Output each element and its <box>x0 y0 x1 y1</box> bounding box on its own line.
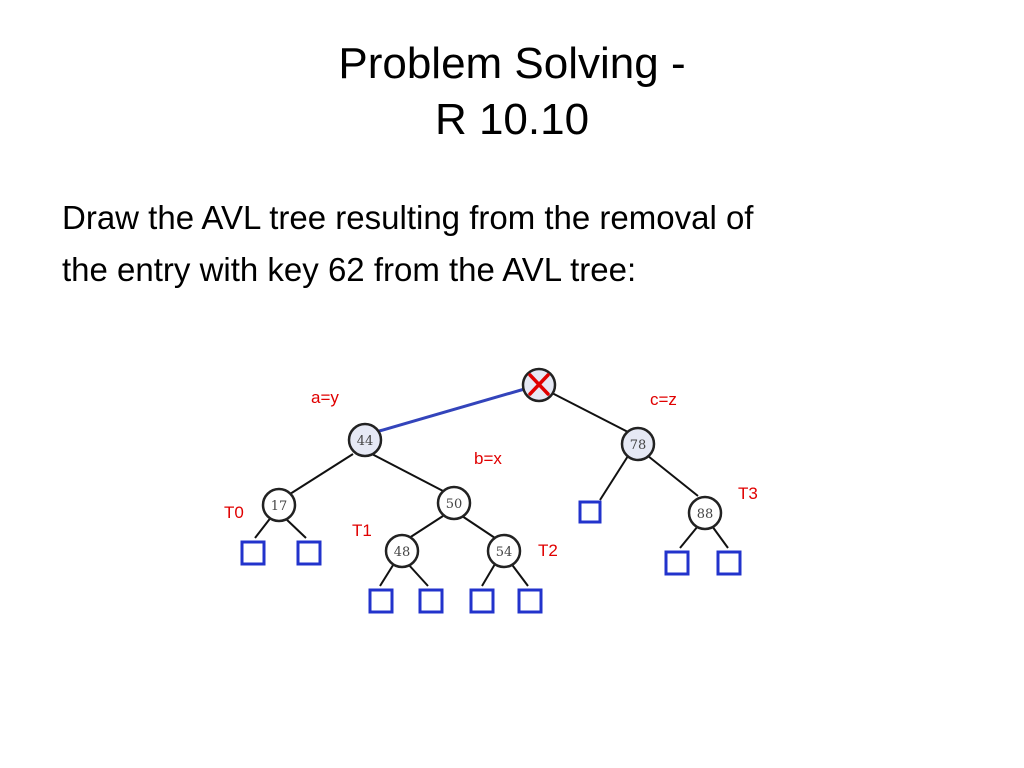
leaf-square <box>664 550 690 576</box>
edge-17-leaf2 <box>284 517 307 539</box>
node-17-label: 17 <box>271 499 288 514</box>
edge-50-48 <box>405 515 444 541</box>
edge-17-leaf1 <box>254 515 273 539</box>
leaf-square <box>240 540 266 566</box>
leaf-square <box>368 588 394 614</box>
slide-title: Problem Solving - R 10.10 <box>0 36 1024 148</box>
annotation-t3: T3 <box>738 484 758 503</box>
annotation-b: b=x <box>474 449 502 468</box>
leaf-square <box>716 550 742 576</box>
node-88-label: 88 <box>697 507 714 522</box>
annotations: a=y b=x c=z T0 T1 T2 T3 <box>224 388 758 560</box>
annotation-t1: T1 <box>352 521 372 540</box>
node-44-label: 44 <box>357 434 374 449</box>
edge-54-leaf2 <box>509 561 529 587</box>
node-54-label: 54 <box>496 545 513 560</box>
annotation-a: a=y <box>311 388 339 407</box>
body-line-2: the entry with key 62 from the AVL tree: <box>62 251 637 288</box>
annotation-c: c=z <box>650 390 677 409</box>
edge-88-leaf1 <box>679 525 699 549</box>
leaf-square <box>296 540 322 566</box>
tree-edges <box>254 386 729 587</box>
leaf-square <box>517 588 543 614</box>
annotation-t2: T2 <box>538 541 558 560</box>
edge-44-17 <box>289 453 354 495</box>
avl-tree-diagram: 44 78 17 50 48 54 88 <box>210 340 790 640</box>
tree-node-17: 17 <box>261 487 297 523</box>
edge-50-54 <box>461 515 499 541</box>
title-line-1: Problem Solving - <box>338 39 686 88</box>
annotation-t0: T0 <box>224 503 244 522</box>
leaf-nodes <box>240 500 742 614</box>
slide-body-text: Draw the AVL tree resulting from the rem… <box>62 192 962 296</box>
leaf-square <box>469 588 495 614</box>
edge-48-leaf2 <box>407 563 429 587</box>
edge-78-88 <box>647 455 699 497</box>
edge-48-leaf1 <box>379 561 396 587</box>
tree-node-54: 54 <box>486 533 522 569</box>
edge-88-leaf2 <box>711 525 729 549</box>
node-48-label: 48 <box>394 545 411 560</box>
tree-node-88: 88 <box>687 495 723 531</box>
leaf-square <box>418 588 444 614</box>
edge-root-44 <box>361 386 529 438</box>
tree-node-78: 78 <box>620 426 656 462</box>
tree-node-50: 50 <box>436 485 472 521</box>
avl-tree-svg: 44 78 17 50 48 54 88 <box>224 367 758 614</box>
edge-78-leaf <box>599 455 629 501</box>
body-line-1: Draw the AVL tree resulting from the rem… <box>62 199 754 236</box>
edge-54-leaf1 <box>481 563 496 587</box>
tree-node-44: 44 <box>347 422 383 458</box>
node-78-label: 78 <box>630 438 647 453</box>
leaf-square <box>578 500 602 524</box>
edge-root-78 <box>549 391 629 433</box>
root-node-removed <box>521 367 557 403</box>
edge-44-50 <box>367 451 446 493</box>
x-mark-icon <box>528 373 550 396</box>
title-line-2: R 10.10 <box>434 95 590 144</box>
node-50-label: 50 <box>446 497 463 512</box>
tree-node-48: 48 <box>384 533 420 569</box>
